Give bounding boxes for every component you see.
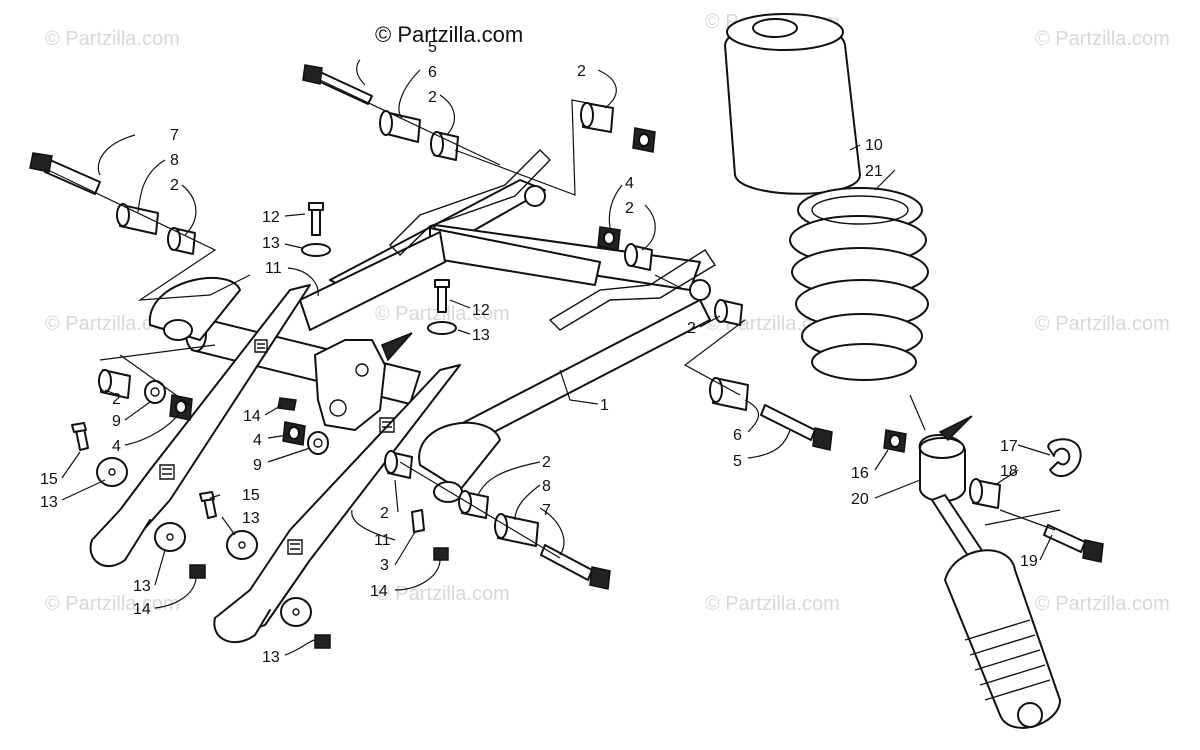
coil-spring — [789, 187, 929, 381]
leader-lines — [47, 59, 1061, 656]
main-frame — [185, 149, 716, 461]
callout-2: 2 — [112, 391, 121, 408]
hardware — [29, 64, 833, 649]
callout-13: 13 — [262, 649, 280, 666]
callout-9: 9 — [112, 413, 121, 430]
callout-14: 14 — [243, 408, 261, 425]
callout-2: 2 — [625, 200, 634, 217]
callout-2: 2 — [380, 505, 389, 522]
callout-4: 4 — [625, 175, 634, 192]
left-pivot-hoop — [148, 276, 501, 503]
callout-13: 13 — [40, 494, 58, 511]
callout-2: 2 — [687, 320, 696, 337]
callout-2: 2 — [428, 89, 437, 106]
watermark-text: © Partzilla.com — [45, 28, 180, 50]
watermark-text: © Partzilla.com — [1035, 28, 1170, 50]
callout-13: 13 — [133, 578, 151, 595]
watermark-text: © Partzilla.com — [45, 313, 180, 335]
callout-2: 2 — [577, 63, 586, 80]
callout-13: 13 — [262, 235, 280, 252]
callout-19: 19 — [1020, 553, 1038, 570]
callout-15: 15 — [40, 471, 58, 488]
callout-8: 8 — [170, 152, 179, 169]
callout-4: 4 — [112, 438, 121, 455]
callout-4: 4 — [253, 432, 262, 449]
callout-2: 2 — [542, 454, 551, 471]
shock-bumper — [724, 13, 861, 195]
callout-21: 21 — [865, 163, 883, 180]
callout-5: 5 — [733, 453, 742, 470]
callout-18: 18 — [1000, 463, 1018, 480]
callout-5: 5 — [428, 39, 437, 56]
callout-6: 6 — [428, 64, 437, 81]
callout-16: 16 — [851, 465, 869, 482]
watermark-text: © Partzilla.com — [705, 593, 840, 615]
callout-20: 20 — [851, 491, 869, 508]
brand-label: © Partzilla.com — [375, 22, 523, 47]
callout-11: 11 — [374, 532, 391, 549]
callout-2: 2 — [170, 177, 179, 194]
callout-11: 11 — [265, 260, 282, 277]
callout-12: 12 — [262, 209, 280, 226]
callout-9: 9 — [253, 457, 262, 474]
callout-8: 8 — [542, 478, 551, 495]
watermark-text: © Partzilla.com — [375, 583, 510, 605]
callout-1: 1 — [600, 397, 609, 414]
callout-7: 7 — [170, 127, 179, 144]
suspension-arms — [89, 284, 461, 644]
callout-13: 13 — [472, 327, 490, 344]
watermark-text: © Partzilla.com — [375, 303, 510, 325]
direction-arrow-icon — [938, 415, 973, 442]
callout-6: 6 — [733, 427, 742, 444]
callout-13: 13 — [242, 510, 260, 527]
watermark-text: © Partzilla.com — [1035, 593, 1170, 615]
callout-3: 3 — [380, 557, 389, 574]
callout-10: 10 — [865, 137, 883, 154]
watermark-text: © Partzilla.com — [1035, 313, 1170, 335]
callout-14: 14 — [370, 583, 388, 600]
direction-arrow-icon — [381, 332, 413, 362]
callout-7: 7 — [542, 502, 551, 519]
watermark-text: © Partzilla.com — [45, 593, 180, 615]
callout-17: 17 — [1000, 438, 1018, 455]
callout-numbers: 5 6 2 7 8 2 2 4 2 12 13 11 12 13 1 10 21… — [40, 39, 1038, 666]
callout-14: 14 — [133, 601, 151, 618]
shock-absorber — [883, 429, 1104, 729]
callout-15: 15 — [242, 487, 260, 504]
callout-12: 12 — [472, 302, 490, 319]
